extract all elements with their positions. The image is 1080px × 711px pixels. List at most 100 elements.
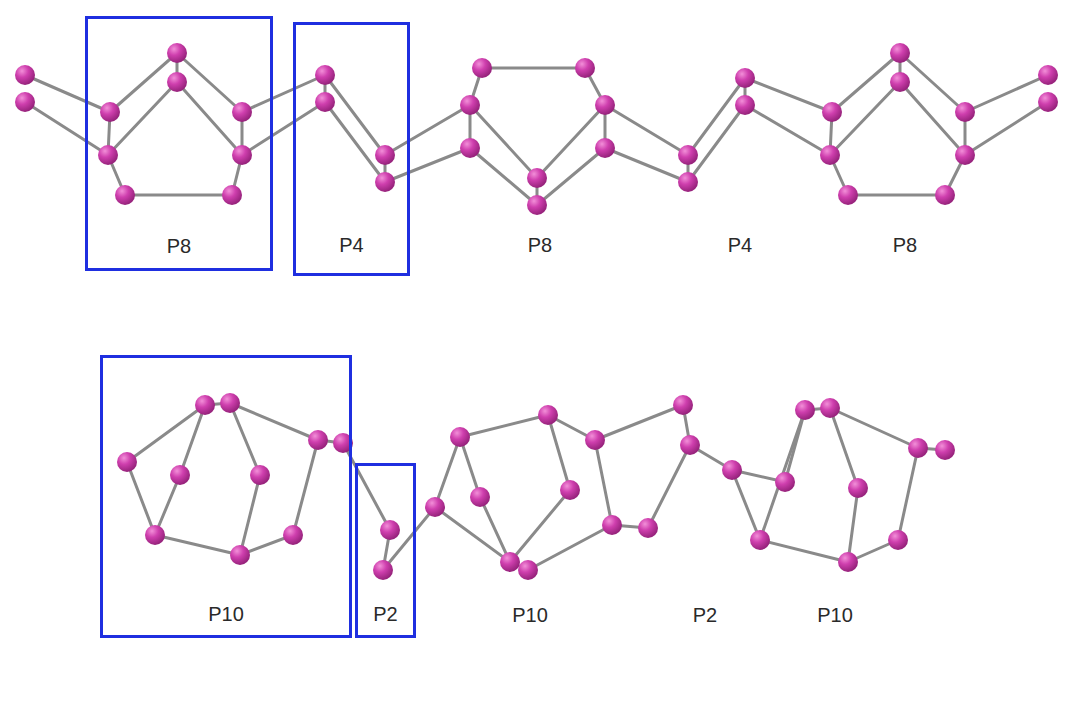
bond-line	[155, 535, 240, 555]
bond-line	[230, 403, 260, 475]
bond-line	[848, 194, 945, 197]
bond-line	[177, 82, 242, 155]
phosphorus-atom	[117, 452, 137, 472]
bond-line	[965, 102, 1048, 155]
bond-line	[605, 105, 688, 155]
phosphorus-atom	[232, 102, 252, 122]
phosphorus-atom	[722, 460, 742, 480]
bond-line	[900, 82, 965, 155]
phosphorus-atom	[678, 145, 698, 165]
bond-line	[242, 102, 325, 155]
phosphorus-atom	[425, 497, 445, 517]
phosphorus-atom	[232, 145, 252, 165]
phosphorus-atom	[167, 72, 187, 92]
phosphorus-atom	[98, 145, 118, 165]
phosphorus-atom	[673, 395, 693, 415]
unit-label: P10	[817, 604, 853, 626]
unit-label: P8	[528, 234, 552, 256]
unit-label: P10	[208, 603, 244, 625]
phosphorus-atom	[955, 145, 975, 165]
bond-line	[482, 67, 585, 70]
bond-line	[240, 475, 260, 555]
phosphorus-atom	[527, 195, 547, 215]
unit-label: P10	[512, 604, 548, 626]
phosphorus-atom	[935, 440, 955, 460]
bond-line	[848, 488, 858, 562]
phosphorus-atom	[518, 560, 538, 580]
phosphorus-atom	[222, 185, 242, 205]
phosphorus-atom	[560, 480, 580, 500]
bond-line	[470, 148, 537, 205]
phosphorus-atom	[315, 92, 335, 112]
bond-line	[760, 540, 848, 562]
unit-label: P2	[693, 604, 717, 626]
unit-box: P10	[100, 355, 352, 638]
phosphorus-atom	[838, 185, 858, 205]
unit-label: P2	[373, 603, 397, 625]
bond-line	[127, 462, 155, 535]
phosphorus-atom	[15, 65, 35, 85]
phosphorus-atom	[908, 438, 928, 458]
phosphorus-atom	[375, 172, 395, 192]
bond-line	[688, 105, 745, 182]
phosphorus-atom	[380, 520, 400, 540]
bond-line	[548, 415, 570, 490]
unit-label: P4	[339, 234, 363, 256]
phosphorus-atom	[935, 185, 955, 205]
phosphorus-atom	[460, 138, 480, 158]
phosphorus-atom	[283, 525, 303, 545]
phosphorus-atom	[955, 102, 975, 122]
phosphorus-atom	[373, 560, 393, 580]
bond-line	[460, 415, 548, 437]
phosphorus-atom	[680, 435, 700, 455]
unit-label: P8	[893, 234, 917, 256]
bond-line	[745, 78, 832, 112]
phosphorus-atom	[538, 405, 558, 425]
bond-line	[110, 53, 177, 112]
bond-line	[830, 408, 918, 448]
phosphorus-atom	[638, 518, 658, 538]
bond-line	[325, 102, 385, 182]
phosphorus-atom	[575, 58, 595, 78]
phosphorus-atom	[848, 478, 868, 498]
phosphorus-atom	[472, 58, 492, 78]
bond-line	[180, 405, 205, 475]
phosphorus-atom	[775, 472, 795, 492]
phosphorus-atom	[822, 102, 842, 122]
phosphorus-atom	[585, 430, 605, 450]
bond-line	[605, 148, 688, 182]
bond-line	[435, 437, 460, 507]
phosphorus-atom	[735, 68, 755, 88]
unit-box: P4	[293, 22, 410, 276]
bond-line	[528, 525, 612, 570]
phosphorus-atom	[460, 95, 480, 115]
bond-line	[648, 445, 690, 528]
phosphorus-atom	[500, 552, 520, 572]
bond-line	[108, 82, 177, 155]
bond-line	[898, 448, 918, 540]
bond-line	[537, 148, 605, 205]
phosphorus-atom	[145, 525, 165, 545]
bond-lines	[127, 403, 945, 570]
unit-box: P8	[85, 16, 273, 271]
bond-line	[435, 507, 510, 562]
phosphorus-atom	[820, 145, 840, 165]
phosphorus-atom	[735, 95, 755, 115]
phosphorus-atom	[170, 465, 190, 485]
phosphorus-atom	[1038, 65, 1058, 85]
bond-line	[385, 148, 470, 182]
phosphorus-atom	[315, 65, 335, 85]
phosphorus-atom	[890, 72, 910, 92]
phosphorus-atom	[678, 172, 698, 192]
unit-box: P2	[355, 463, 416, 638]
bond-line	[242, 75, 325, 112]
bond-line	[965, 75, 1048, 112]
phosphorus-atom	[195, 395, 215, 415]
bond-line	[832, 53, 900, 112]
bond-line	[595, 440, 612, 525]
bond-line	[745, 105, 830, 155]
bond-line	[732, 470, 760, 540]
phosphorus-atom	[375, 145, 395, 165]
phosphorus-atom	[890, 43, 910, 63]
